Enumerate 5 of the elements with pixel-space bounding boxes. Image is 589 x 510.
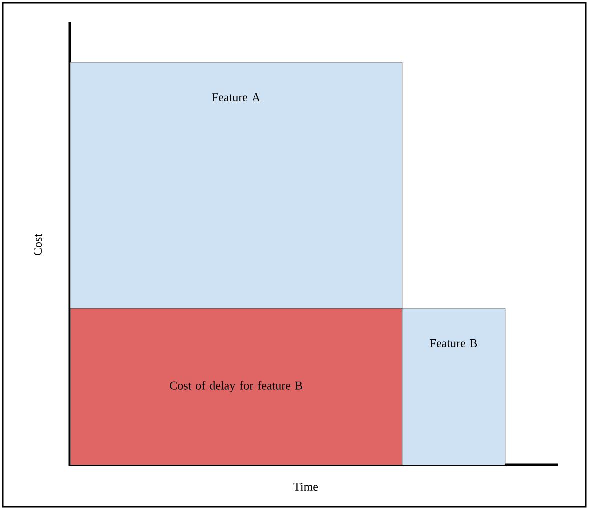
bar: Feature B [402, 308, 506, 466]
bar: Cost of delay for feature B [70, 308, 403, 466]
axis-label: Cost [34, 234, 42, 256]
bar: Feature A [70, 62, 403, 309]
axis-label: Time [294, 482, 318, 491]
